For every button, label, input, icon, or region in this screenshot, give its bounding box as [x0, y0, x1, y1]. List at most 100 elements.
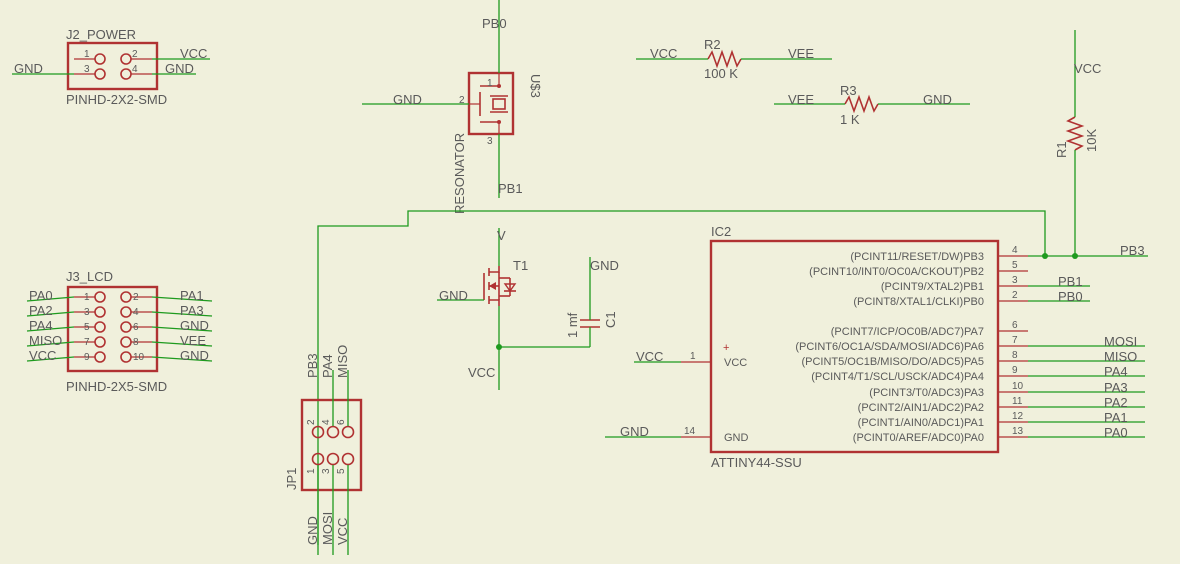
ic2-pin-label: (PCINT1/AIN0/ADC1)PA1	[858, 417, 984, 429]
ic2-pin-label: (PCINT10/INT0/OC0A/CKOUT)PB2	[809, 266, 984, 278]
r1-name: R1	[1054, 141, 1069, 158]
wire	[151, 326, 213, 332]
j3-pad	[120, 291, 132, 303]
wire	[26, 341, 75, 347]
net-label: V	[497, 228, 506, 243]
u3-pin-label: 2	[459, 95, 465, 106]
net-label: PA4	[1104, 364, 1128, 379]
j2-pad-2	[120, 53, 132, 65]
j3-pin-label: 2	[133, 292, 139, 303]
j2-pin-label: 3	[84, 64, 90, 75]
ic2-pin-number: 8	[1012, 350, 1018, 361]
net-label: GND	[923, 92, 952, 107]
j2-value: PINHD-2X2-SMD	[66, 92, 167, 107]
ic2-pin-label: (PCINT5/OC1B/MISO/DO/ADC5)PA5	[801, 356, 984, 368]
u3-pin-label: 1	[487, 78, 493, 89]
net-label: VCC	[180, 46, 207, 61]
net-label: PA2	[29, 303, 53, 318]
net-label: PB3	[305, 353, 320, 378]
ic2-pin-number: 7	[1012, 335, 1018, 346]
connector-j3-lcd[interactable]: J3_LCD 1 3 5 7 9 2 4 6 8 10 PINHD-2X5-SM…	[66, 269, 167, 394]
connector-j2-power[interactable]: J2_POWER 1 3 2 4 PINHD-2X2-SMD	[66, 27, 167, 107]
jp1-pin-label: 3	[321, 468, 332, 474]
ic2-pin1-marker: +	[723, 342, 729, 354]
net-label: GND	[180, 348, 209, 363]
ic2-pin-number: 14	[684, 426, 696, 437]
r2-name: R2	[704, 37, 721, 52]
j2-pad-4	[120, 68, 132, 80]
j3-pad	[94, 321, 106, 333]
j3-pin-label: 6	[133, 322, 139, 333]
ic2-value: ATTINY44-SSU	[711, 455, 802, 470]
net-label: VEE	[180, 333, 206, 348]
ic2-pin-label: (PCINT9/XTAL2)PB1	[881, 281, 984, 293]
ic2-pin-number: 2	[1012, 290, 1018, 301]
j2-pad-1	[94, 53, 106, 65]
jp1-pin-label: 1	[306, 468, 317, 474]
net-label: PA3	[180, 303, 204, 318]
j3-pin-label: 8	[133, 337, 139, 348]
j2-name: J2_POWER	[66, 27, 136, 42]
net-label: GND	[620, 424, 649, 439]
j3-pad	[120, 321, 132, 333]
ic2-pin-number: 1	[690, 351, 696, 362]
ic2-pin-label: (PCINT3/T0/ADC3)PA3	[869, 387, 984, 399]
connector-jp1[interactable]: 2 4 6 1 3 5 JP1	[284, 398, 363, 492]
ic2-pin-number: 9	[1012, 365, 1018, 376]
ic2-pin-label: (PCINT0/AREF/ADC0)PA0	[853, 432, 984, 444]
resonator-u3[interactable]: 1 2 3 U$3 RESONATOR	[452, 71, 543, 214]
net-label: VCC	[636, 349, 663, 364]
junction	[1072, 253, 1078, 259]
j3-pad	[94, 336, 106, 348]
resistor-r1[interactable]: R1 10K	[1054, 116, 1099, 158]
j3-pin-label: 7	[84, 337, 90, 348]
resistor-r2[interactable]: R2 100 K	[704, 37, 742, 81]
wire	[151, 341, 213, 347]
junction	[496, 344, 502, 350]
jp1-pin-label: 5	[336, 468, 347, 474]
wire	[151, 311, 213, 317]
net-label: MOSI	[1104, 334, 1137, 349]
c1-name: C1	[603, 311, 618, 328]
net-label: MOSI	[320, 512, 335, 545]
net-label: MISO	[1104, 349, 1137, 364]
j3-pin-label: 5	[84, 322, 90, 333]
jp1-pin-label: 4	[321, 419, 332, 425]
net-label: VEE	[788, 92, 814, 107]
net-label: MISO	[29, 333, 62, 348]
j2-body	[66, 41, 159, 91]
ic2-pin-number: 11	[1012, 396, 1023, 407]
net-label: GND	[165, 61, 194, 76]
net-label: PA1	[1104, 410, 1128, 425]
net-label: VCC	[650, 46, 677, 61]
capacitor-c1[interactable]: C1 1 mf	[565, 311, 618, 338]
r2-value: 100 K	[704, 66, 738, 81]
wire	[26, 296, 75, 302]
r2-body	[707, 49, 742, 69]
ic2-attiny44[interactable]: IC2 VCC + GND 1 14 (PCINT11/RESET/DW)PB3…	[681, 224, 1028, 470]
resistor-r3[interactable]: R3 1 K	[840, 83, 879, 127]
net-label: PB3	[1120, 243, 1145, 258]
net-label: MISO	[335, 345, 350, 378]
j3-pin-label: 9	[84, 352, 90, 363]
ic2-pin-number: 4	[1012, 245, 1018, 256]
ic2-pin-number: 12	[1012, 411, 1024, 422]
j3-pad	[120, 351, 132, 363]
u3-value: RESONATOR	[452, 133, 467, 214]
net-label: VCC	[29, 348, 56, 363]
net-label: PA4	[29, 318, 53, 333]
ic2-pin-number: 6	[1012, 320, 1018, 331]
net-label: GND	[439, 288, 468, 303]
junction	[1042, 253, 1048, 259]
net-label: PA2	[1104, 395, 1128, 410]
wire	[151, 356, 213, 362]
jp1-body	[300, 398, 363, 492]
jp1-pin-label: 2	[306, 419, 317, 425]
net-label: VEE	[788, 46, 814, 61]
r3-value: 1 K	[840, 112, 860, 127]
transistor-t1[interactable]: T1	[483, 258, 528, 306]
r1-value: 10K	[1084, 129, 1099, 152]
j2-pin-label: 2	[132, 49, 138, 60]
wire	[151, 296, 213, 302]
